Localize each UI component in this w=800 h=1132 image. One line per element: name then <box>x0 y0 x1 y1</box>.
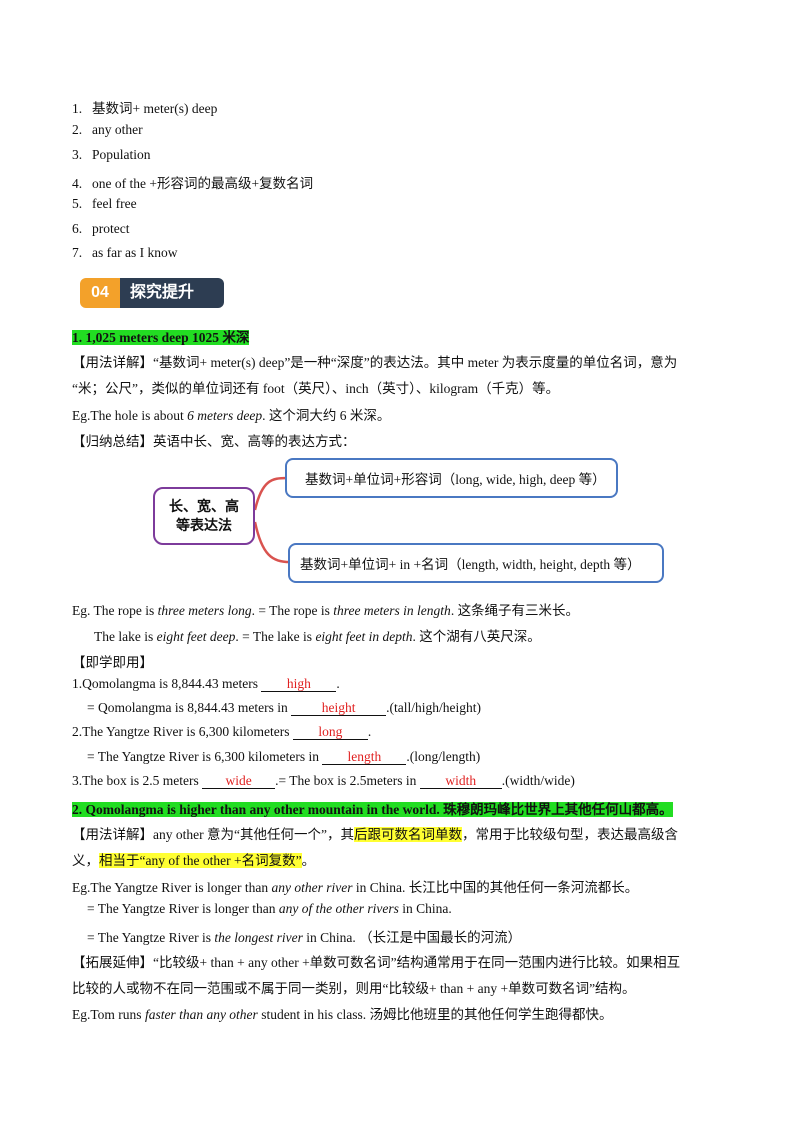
practice-q1b: = Qomolangma is 8,844.43 meters in heigh… <box>87 700 481 716</box>
answer-item: 4.one of the +形容词的最高级+复数名词 <box>72 176 314 191</box>
point2-extension-line1: 【拓展延伸】“比较级+ than + any other +单数可数名词”结构通… <box>72 955 681 970</box>
answer-item: 2.any other <box>72 122 143 137</box>
mindmap-center-node: 长、宽、高 等表达法 <box>153 487 255 545</box>
section-badge: 04 探究提升 <box>80 278 226 308</box>
point1-usage-line2: “米；公尺”，类似的单位词还有 foot（英尺）、inch（英寸）、kilogr… <box>72 381 560 396</box>
point2-example1: Eg.The Yangtze River is longer than any … <box>72 880 639 895</box>
answer-item: 5.feel free <box>72 196 137 211</box>
answer-blank: high <box>261 676 337 692</box>
answer-item: 3.Population <box>72 147 151 162</box>
answer-blank: long <box>292 724 368 740</box>
point1-heading: 1. 1,025 meters deep 1025 米深 <box>72 330 250 345</box>
mindmap-bottom-node: 基数词+单位词+ in +名词（length, width, height, d… <box>288 543 664 583</box>
answer-blank: height <box>291 700 387 716</box>
section-number: 04 <box>80 278 120 308</box>
point1-example2: Eg. The rope is three meters long. = The… <box>72 603 580 618</box>
answer-item: 7.as far as I know <box>72 245 178 260</box>
point2-extension-line2: 比较的人或物不在同一范围或不属于同一类别，则用“比较级+ than + any … <box>72 981 636 996</box>
connector-bottom <box>253 521 291 564</box>
point2-usage-line2: 义，相当于“any of the other +名词复数”。 <box>72 853 316 868</box>
answer-item: 6.protect <box>72 221 130 236</box>
point1-practice-label: 【即学即用】 <box>72 655 153 670</box>
mindmap-top-node: 基数词+单位词+形容词（long, wide, high, deep 等） <box>285 458 618 498</box>
point1-usage-line1: 【用法详解】“基数词+ meter(s) deep”是一种“深度”的表达法。其中… <box>72 355 678 370</box>
point1-example3: The lake is eight feet deep. = The lake … <box>94 629 541 644</box>
section-title: 探究提升 <box>120 278 224 308</box>
practice-q2b: = The Yangtze River is 6,300 kilometers … <box>87 749 481 765</box>
practice-q1a: 1.Qomolangma is 8,844.43 meters high. <box>72 676 340 692</box>
practice-q2a: 2.The Yangtze River is 6,300 kilometers … <box>72 724 372 740</box>
point2-example4: Eg.Tom runs faster than any other studen… <box>72 1007 613 1022</box>
point2-usage-line1: 【用法详解】any other 意为“其他任何一个”，其后跟可数名词单数，常用于… <box>72 827 678 842</box>
practice-q3: 3.The box is 2.5 meters wide.= The box i… <box>72 773 575 789</box>
point1-summary: 【归纳总结】英语中长、宽、高等的表达方式： <box>72 434 356 449</box>
point2-example2: = The Yangtze River is longer than any o… <box>87 901 452 916</box>
point2-heading: 2. Qomolangma is higher than any other m… <box>72 802 673 817</box>
answer-blank: width <box>419 773 502 789</box>
point1-example: Eg.The hole is about 6 meters deep. 这个洞大… <box>72 408 391 423</box>
point2-example3: = The Yangtze River is the longest river… <box>87 930 522 945</box>
answer-blank: wide <box>202 773 276 789</box>
answer-item: 1.基数词+ meter(s) deep <box>72 101 218 116</box>
connector-top <box>253 476 288 511</box>
answer-blank: length <box>322 749 407 765</box>
